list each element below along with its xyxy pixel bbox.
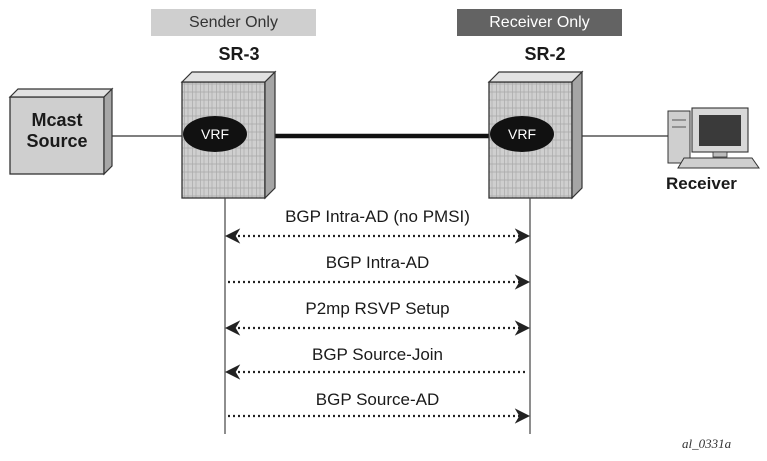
- message-label: BGP Source-Join: [311, 345, 444, 364]
- mcast-source-box: [8, 87, 114, 176]
- router-label-sr3: SR-3: [218, 44, 260, 64]
- receiver-computer-icon: [667, 107, 760, 169]
- message-label: BGP Intra-AD: [325, 253, 430, 272]
- router-label-sr2: SR-2: [524, 44, 566, 64]
- router-sr3: [180, 70, 277, 200]
- sender-only-banner: Sender Only: [151, 9, 316, 36]
- message-label: BGP Intra-AD (no PMSI): [285, 207, 470, 226]
- vrf-label-left: VRF: [201, 126, 229, 142]
- mcast-source-line1: Mcast: [31, 110, 83, 130]
- receiver-label: Receiver: [666, 174, 737, 193]
- receiver-only-banner: Receiver Only: [457, 9, 622, 36]
- mcast-source-line2: Source: [26, 131, 88, 151]
- vrf-ellipse-left: [183, 116, 247, 152]
- message-label: P2mp RSVP Setup: [305, 299, 450, 318]
- figure-id: al_0331a: [682, 436, 732, 451]
- mcast-source-label: Mcast Source: [10, 110, 104, 152]
- message-label: BGP Source-AD: [315, 390, 440, 409]
- vrf-label-right: VRF: [508, 126, 536, 142]
- vrf-ellipse-right: [490, 116, 554, 152]
- router-sr2: [487, 70, 584, 200]
